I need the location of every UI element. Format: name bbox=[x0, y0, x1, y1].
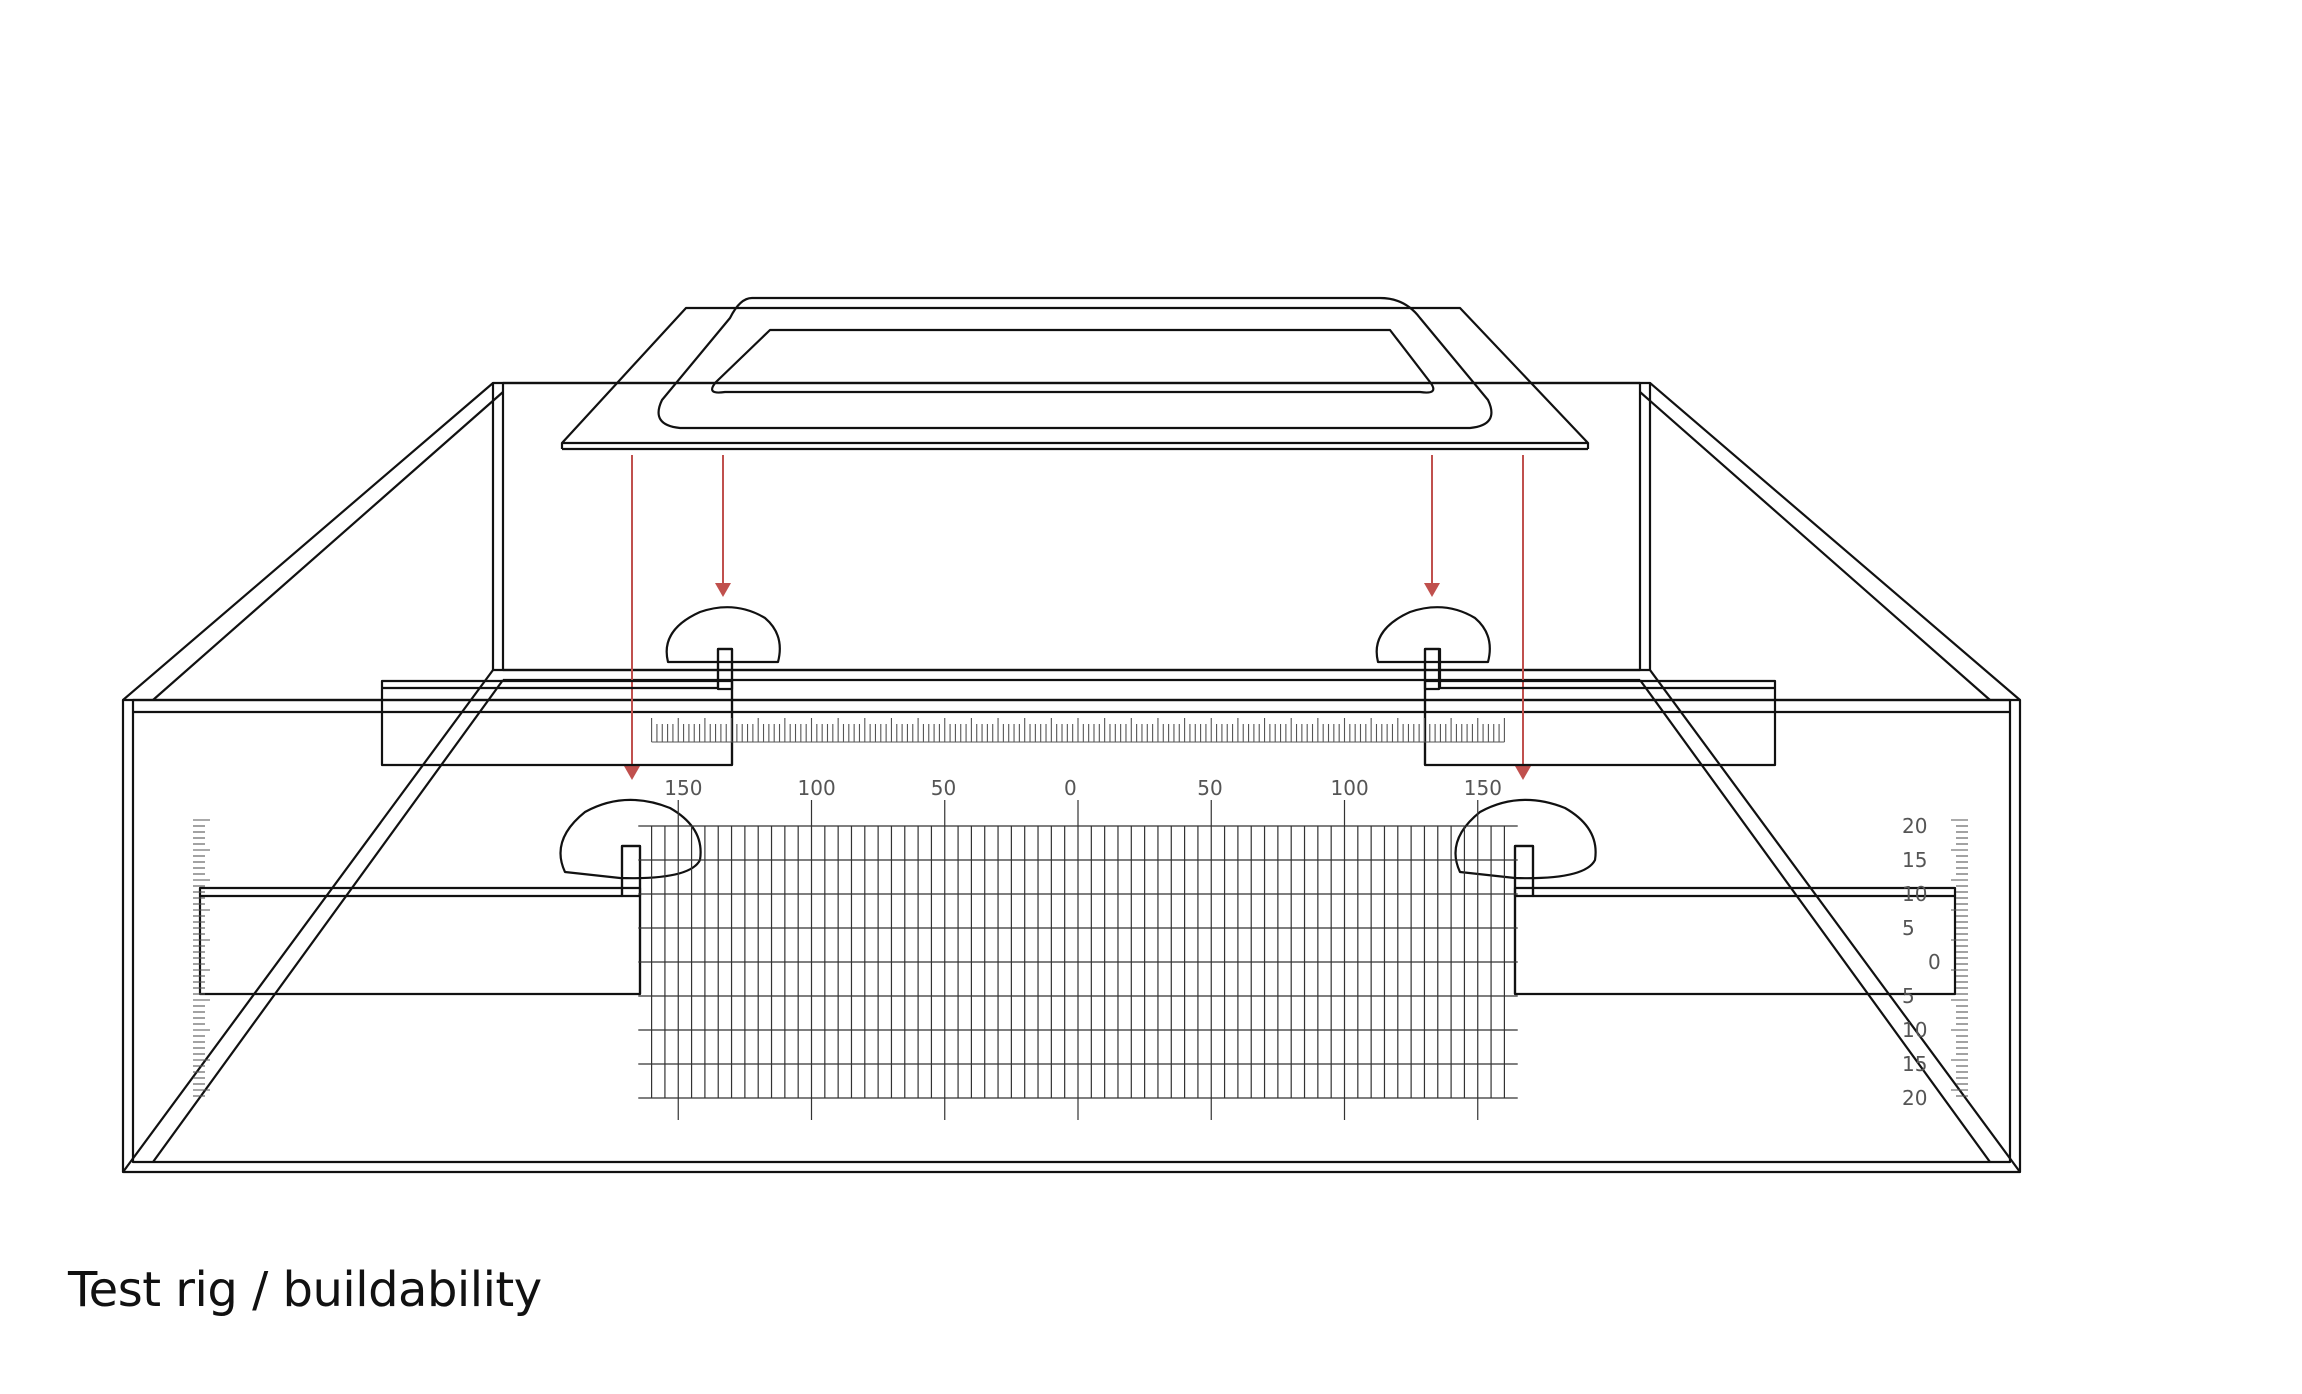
assembly-arrows bbox=[624, 455, 1531, 780]
x-label-0: 0 bbox=[1064, 776, 1077, 800]
y-label-5-bottom: 5 bbox=[1902, 984, 1915, 1008]
arrow-left-outer bbox=[624, 455, 640, 780]
box-edge-bottom-right bbox=[1649, 669, 2021, 1173]
box-front-inner bbox=[131, 698, 2012, 1164]
arrow-left-inner bbox=[715, 455, 731, 597]
front-clip-left bbox=[198, 798, 702, 996]
caption: Test rig / buildability bbox=[68, 1262, 542, 1318]
horizontal-ruler bbox=[651, 718, 1505, 743]
x-scale-labels: 150 100 50 0 50 100 150 bbox=[664, 776, 1502, 800]
tray-rim bbox=[560, 306, 1590, 445]
box-back-inner bbox=[501, 381, 1642, 672]
x-label-150-left: 150 bbox=[664, 776, 702, 800]
x-label-50-left: 50 bbox=[931, 776, 956, 800]
y-label-10-bottom: 10 bbox=[1902, 1018, 1927, 1042]
tray-well-outer bbox=[657, 296, 1493, 430]
box-edge-top-left bbox=[122, 382, 494, 701]
y-label-0: 0 bbox=[1928, 950, 1941, 974]
x-label-50-right: 50 bbox=[1197, 776, 1222, 800]
x-label-100-right: 100 bbox=[1331, 776, 1369, 800]
box-edge-bottom-left-inner bbox=[152, 679, 504, 1163]
tray bbox=[560, 296, 1590, 451]
arrow-right-inner bbox=[1424, 455, 1440, 597]
box-edge-bottom-left bbox=[122, 669, 494, 1173]
y-scale-labels: 20 15 10 5 0 5 10 15 20 bbox=[1902, 814, 1941, 1110]
x-label-150-right: 150 bbox=[1464, 776, 1502, 800]
measurement-grid bbox=[638, 800, 1518, 1120]
box-edge-top-right bbox=[1649, 382, 2021, 701]
box-edge-bottom-right-inner bbox=[1639, 679, 1991, 1163]
y-label-5-top: 5 bbox=[1902, 916, 1915, 940]
arrow-right-outer bbox=[1515, 455, 1531, 780]
box-edge-top-right-inner bbox=[1639, 391, 1991, 701]
back-clip-right bbox=[1375, 606, 1777, 767]
y-label-10-top: 10 bbox=[1902, 882, 1927, 906]
box-front-face bbox=[121, 698, 2022, 1174]
side-scales bbox=[193, 819, 1968, 1097]
y-label-15-bottom: 15 bbox=[1902, 1052, 1927, 1076]
front-clip-right bbox=[1454, 798, 1957, 996]
box-edge-top-left-inner bbox=[152, 391, 504, 701]
y-label-20-top: 20 bbox=[1902, 814, 1927, 838]
y-label-15-top: 15 bbox=[1902, 848, 1927, 872]
y-label-20-bottom: 20 bbox=[1902, 1086, 1927, 1110]
x-label-100-left: 100 bbox=[798, 776, 836, 800]
tray-well-inner bbox=[711, 328, 1435, 394]
